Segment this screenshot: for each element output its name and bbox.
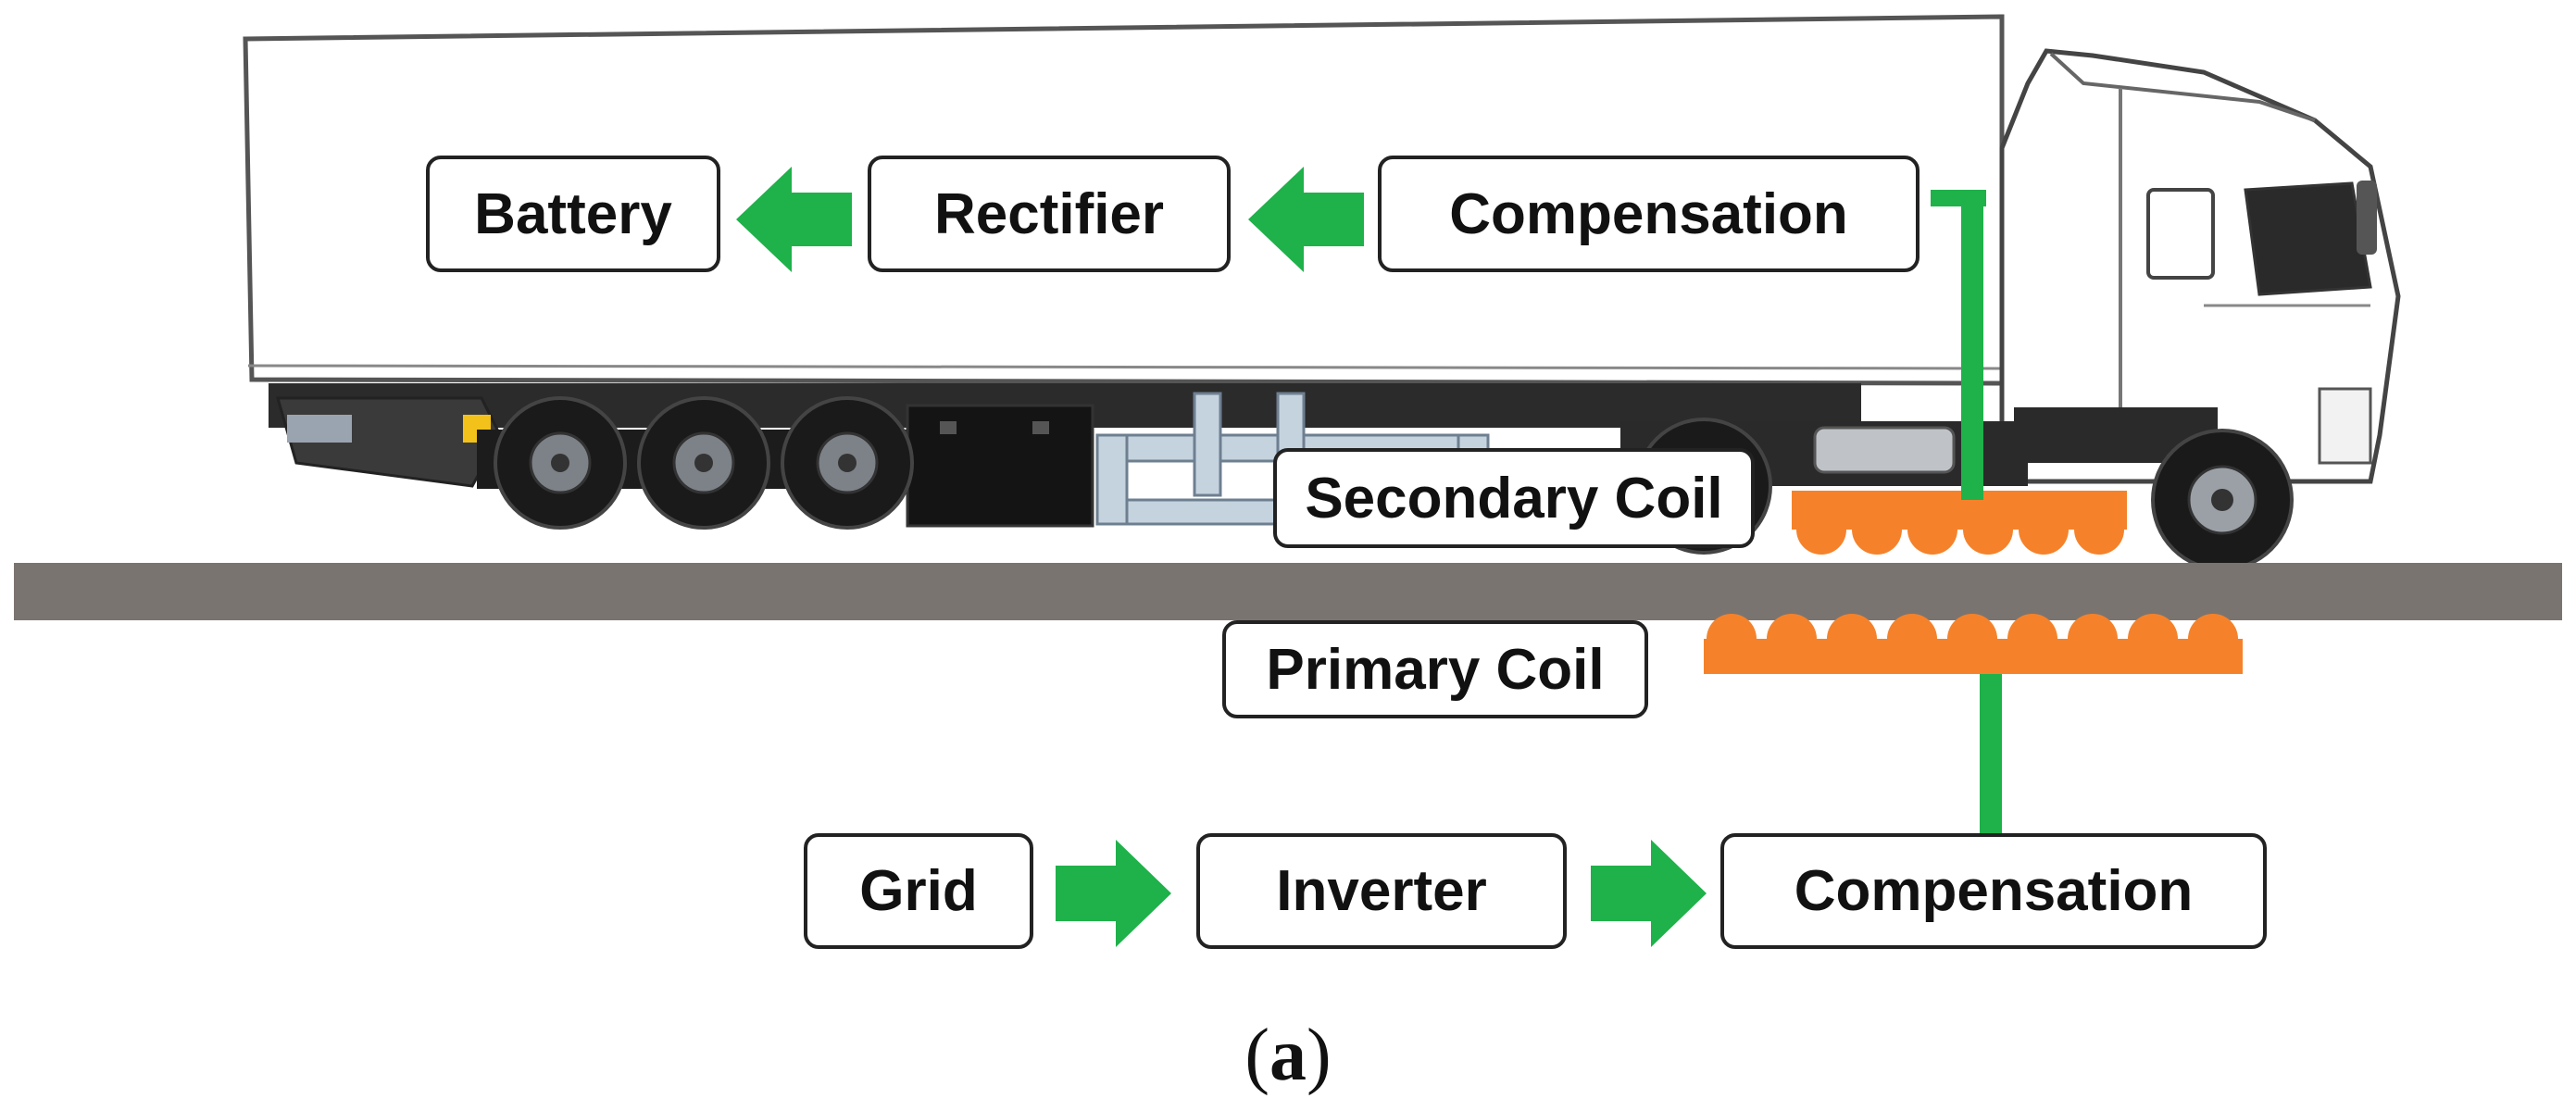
- inverter-label: Inverter: [1276, 859, 1487, 923]
- grid-label: Grid: [859, 859, 978, 923]
- vehicle-compensation-label: Compensation: [1449, 181, 1848, 246]
- vehicle-compensation-block: Compensation: [1378, 156, 1919, 272]
- flow-arrows: [736, 167, 1707, 947]
- arrow-rectifier-to-battery: [736, 167, 852, 272]
- road-surface: [14, 563, 2562, 620]
- secondary-coil-shape: [1792, 491, 2127, 555]
- side-mirror: [2357, 181, 2377, 255]
- battery-block: Battery: [426, 156, 720, 272]
- secondary-coil-label: Secondary Coil: [1305, 466, 1723, 530]
- caption-letter: a: [1269, 1015, 1307, 1096]
- rectifier-block: Rectifier: [868, 156, 1231, 272]
- secondary-coil-block: Secondary Coil: [1273, 448, 1755, 548]
- battery-label: Battery: [474, 181, 672, 246]
- top-wire-vertical: [1961, 190, 1983, 500]
- cab-window: [2244, 181, 2372, 296]
- caption-open: (: [1244, 1015, 1269, 1096]
- inverter-block: Inverter: [1196, 833, 1567, 949]
- primary-coil-shape: [1704, 614, 2243, 674]
- fuel-tank: [1813, 426, 1956, 474]
- tractor-cab: [1999, 48, 2401, 484]
- trailer-wheels: [494, 396, 914, 530]
- primary-coil-block: Primary Coil: [1222, 620, 1648, 718]
- storage-box: [906, 404, 1094, 528]
- ground-compensation-label: Compensation: [1794, 859, 2194, 923]
- arrow-inverter-to-compensation: [1591, 840, 1707, 947]
- arrow-compensation-to-rectifier: [1248, 167, 1364, 272]
- grid-block: Grid: [804, 833, 1033, 949]
- caption-close: ): [1307, 1015, 1332, 1096]
- ground-compensation-block: Compensation: [1720, 833, 2267, 949]
- connection-wires: [1931, 190, 2002, 836]
- bottom-wire-vertical: [1980, 674, 2002, 836]
- primary-coil-label: Primary Coil: [1266, 637, 1605, 702]
- rectifier-label: Rectifier: [933, 181, 1165, 246]
- figure-caption: (a): [0, 1014, 2576, 1098]
- arrow-grid-to-inverter: [1056, 840, 1171, 947]
